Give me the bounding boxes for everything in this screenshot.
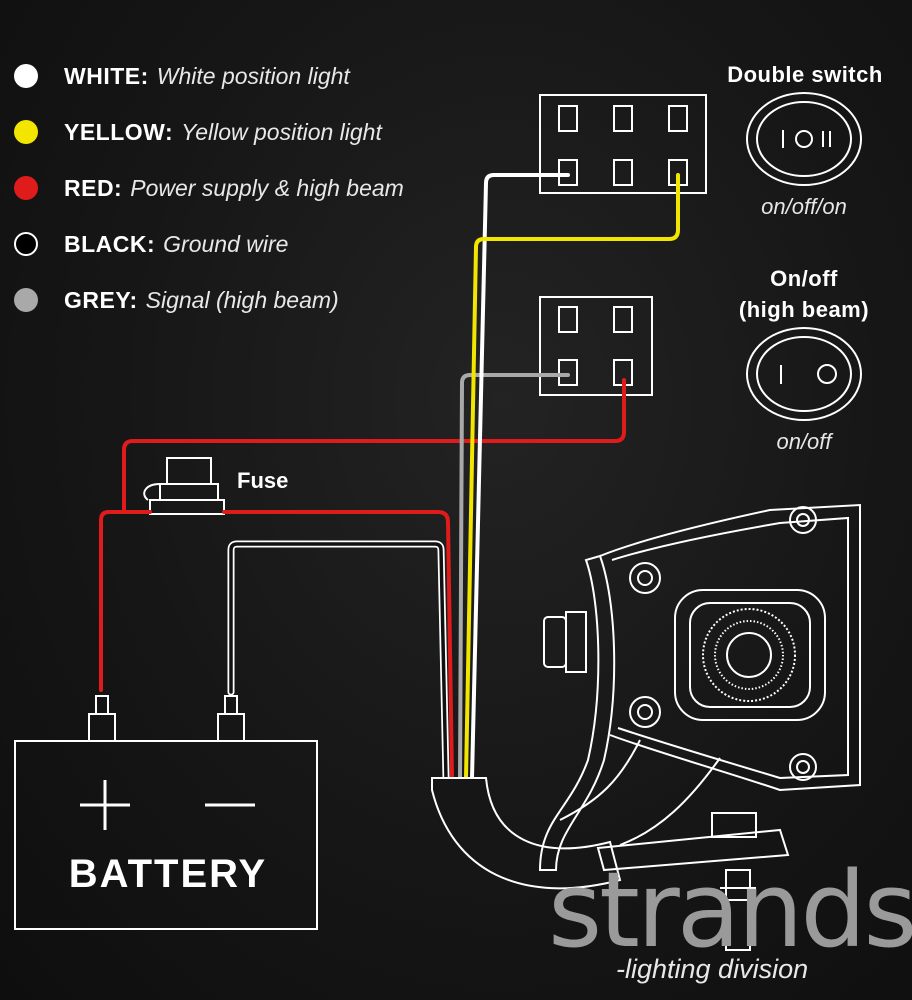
grey-signal-wire [458,373,570,780]
red-wire-battery-fuse [99,510,152,692]
wires [99,173,680,782]
legend-desc: Yellow position light [181,118,382,145]
legend-desc: Ground wire [163,230,289,257]
legend-item-black: BLACK: Ground wire [14,226,288,262]
legend-name: GREY: [64,286,138,313]
brand-logo: strands [548,849,912,971]
cable-sheath [431,777,622,890]
brand-subtitle: -lighting division [616,954,809,984]
white-position-wire [470,173,570,780]
onoff-switch-symbol [746,327,862,421]
white-dot-icon [14,64,38,88]
battery [14,695,318,930]
red-wire-to-onoff-switch [122,378,626,514]
legend-name: YELLOW: [64,118,174,145]
legend-desc: Signal (high beam) [145,286,339,313]
black-ground-wire-core [229,542,448,780]
double-switch-title: Double switch [727,62,883,87]
black-ground-wire [227,540,450,782]
black-dot-icon [14,232,38,256]
battery-label: BATTERY [68,852,268,896]
onoff-switch-terminal-block [539,296,653,396]
grey-dot-icon [14,288,38,312]
red-dot-icon [14,176,38,200]
double-switch-caption: on/off/on [761,194,847,219]
fuse-label: Fuse [237,468,289,493]
legend-item-white: WHITE: White position light [14,58,350,94]
double-switch-symbol [746,92,862,186]
onoff-switch-caption: on/off [776,429,832,454]
legend-name: BLACK: [64,230,156,257]
red-wire-fuse-cable [222,510,454,780]
legend-desc: White position light [156,62,350,89]
yellow-position-wire [464,173,680,780]
onoff-switch-title-line2: (high beam) [738,297,870,322]
yellow-dot-icon [14,120,38,144]
legend-item-red: RED: Power supply & high beam [14,170,404,206]
legend-item-yellow: YELLOW: Yellow position light [14,114,382,150]
legend-item-grey: GREY: Signal (high beam) [14,282,339,318]
legend-name: RED: [64,174,123,201]
double-switch-terminal-block [539,94,707,194]
work-light [538,503,861,951]
fuse-holder [143,457,225,515]
legend-name: WHITE: [64,62,149,89]
onoff-switch-title-line1: On/off [770,266,838,291]
legend-desc: Power supply & high beam [130,174,404,201]
